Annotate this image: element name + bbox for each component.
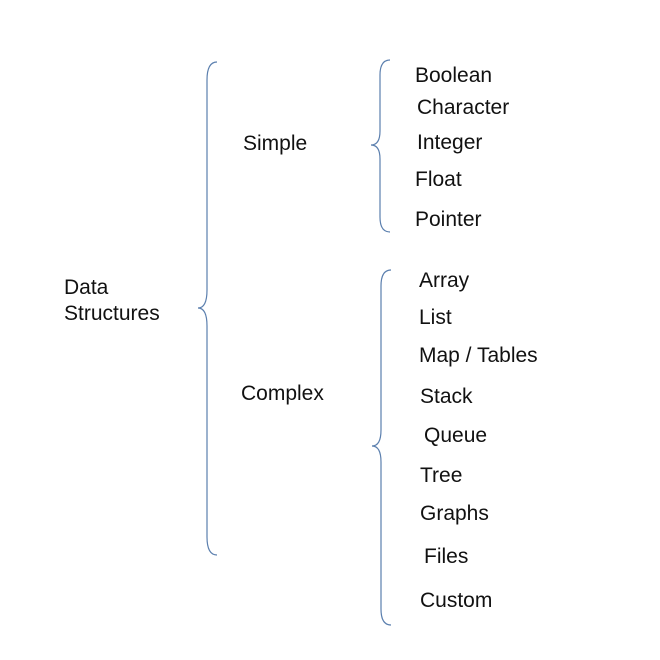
- complex-item-queue: Queue: [424, 424, 488, 447]
- simple-item-pointer: Pointer: [415, 208, 482, 231]
- simple-item-character: Character: [417, 96, 510, 119]
- complex-item-array: Array: [419, 269, 470, 292]
- complex-item-list: List: [419, 306, 452, 329]
- root-brace: [197, 61, 218, 556]
- complex-label: Complex: [241, 382, 324, 405]
- root-label-line1: Data: [64, 276, 109, 299]
- complex-item-map: Map / Tables: [419, 344, 538, 367]
- complex-item-custom: Custom: [420, 589, 493, 612]
- simple-brace: [370, 59, 391, 233]
- complex-item-files: Files: [424, 545, 469, 568]
- complex-item-tree: Tree: [420, 464, 463, 487]
- simple-item-boolean: Boolean: [415, 64, 493, 87]
- root-label-line2: Structures: [64, 302, 160, 325]
- simple-item-float: Float: [415, 168, 462, 191]
- complex-item-graphs: Graphs: [420, 502, 489, 525]
- simple-label: Simple: [243, 132, 308, 155]
- complex-brace: [371, 269, 392, 626]
- simple-item-integer: Integer: [417, 131, 483, 154]
- complex-item-stack: Stack: [420, 385, 473, 408]
